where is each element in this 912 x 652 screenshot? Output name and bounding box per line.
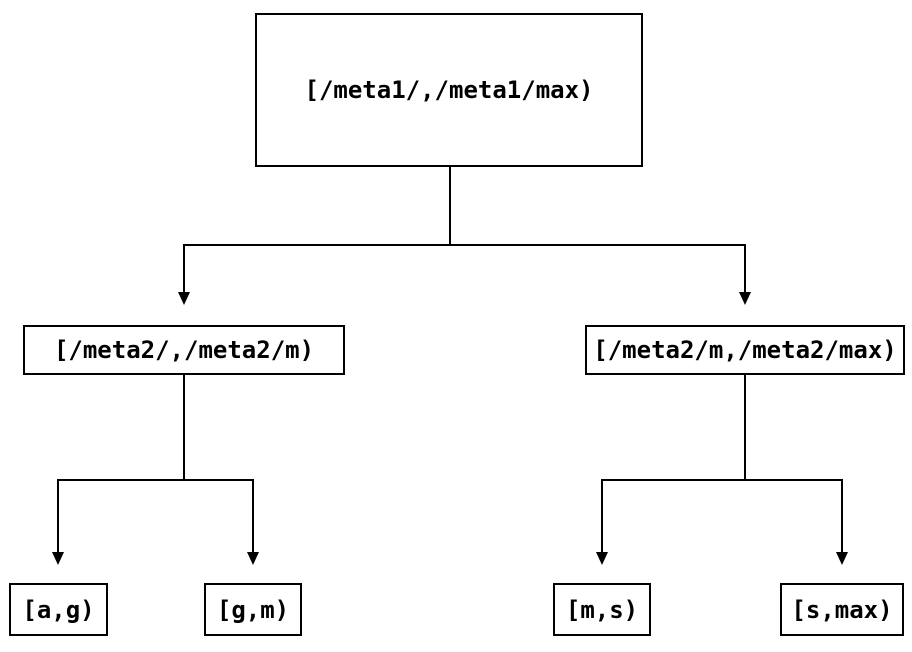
edge-root-to-meta2-right: [449, 167, 751, 305]
node-meta2-left: [/meta2/,/meta2/m): [23, 325, 345, 375]
arrow-down-icon: [739, 292, 751, 305]
node-leaf-gm-label: [g,m): [216, 595, 290, 624]
arrow-down-icon: [247, 552, 259, 565]
node-leaf-ms-label: [m,s): [565, 595, 639, 624]
arrow-down-icon: [52, 552, 64, 565]
node-leaf-smax-label: [s,max): [791, 595, 893, 624]
edge-meta2-right-to-leaf-smax: [744, 375, 848, 565]
edge-line: [449, 167, 746, 292]
edge-meta2-left-to-leaf-gm: [183, 375, 259, 565]
node-leaf-ag-label: [a,g): [22, 595, 95, 624]
arrow-down-icon: [596, 552, 608, 565]
node-leaf-smax: [s,max): [780, 583, 904, 636]
arrow-down-icon: [836, 552, 848, 565]
arrow-down-icon: [178, 292, 190, 305]
edge-line: [57, 375, 185, 552]
node-leaf-gm: [g,m): [204, 583, 302, 636]
node-root: [/meta1/,/meta1/max): [255, 13, 643, 167]
edge-meta2-right-to-leaf-ms: [596, 375, 746, 565]
edge-root-to-meta2-left: [178, 167, 451, 305]
node-leaf-ag: [a,g): [9, 583, 108, 636]
edge-line: [183, 375, 254, 552]
node-root-label: [/meta1/,/meta1/max): [304, 76, 594, 104]
edge-line: [744, 375, 843, 552]
node-meta2-left-label: [/meta2/,/meta2/m): [53, 336, 315, 364]
edge-line: [183, 167, 451, 292]
node-meta2-right: [/meta2/m,/meta2/max): [585, 325, 905, 375]
edge-line: [601, 375, 746, 552]
node-meta2-right-label: [/meta2/m,/meta2/max): [593, 336, 897, 364]
edge-meta2-left-to-leaf-ag: [52, 375, 185, 565]
node-leaf-ms: [m,s): [553, 583, 651, 636]
